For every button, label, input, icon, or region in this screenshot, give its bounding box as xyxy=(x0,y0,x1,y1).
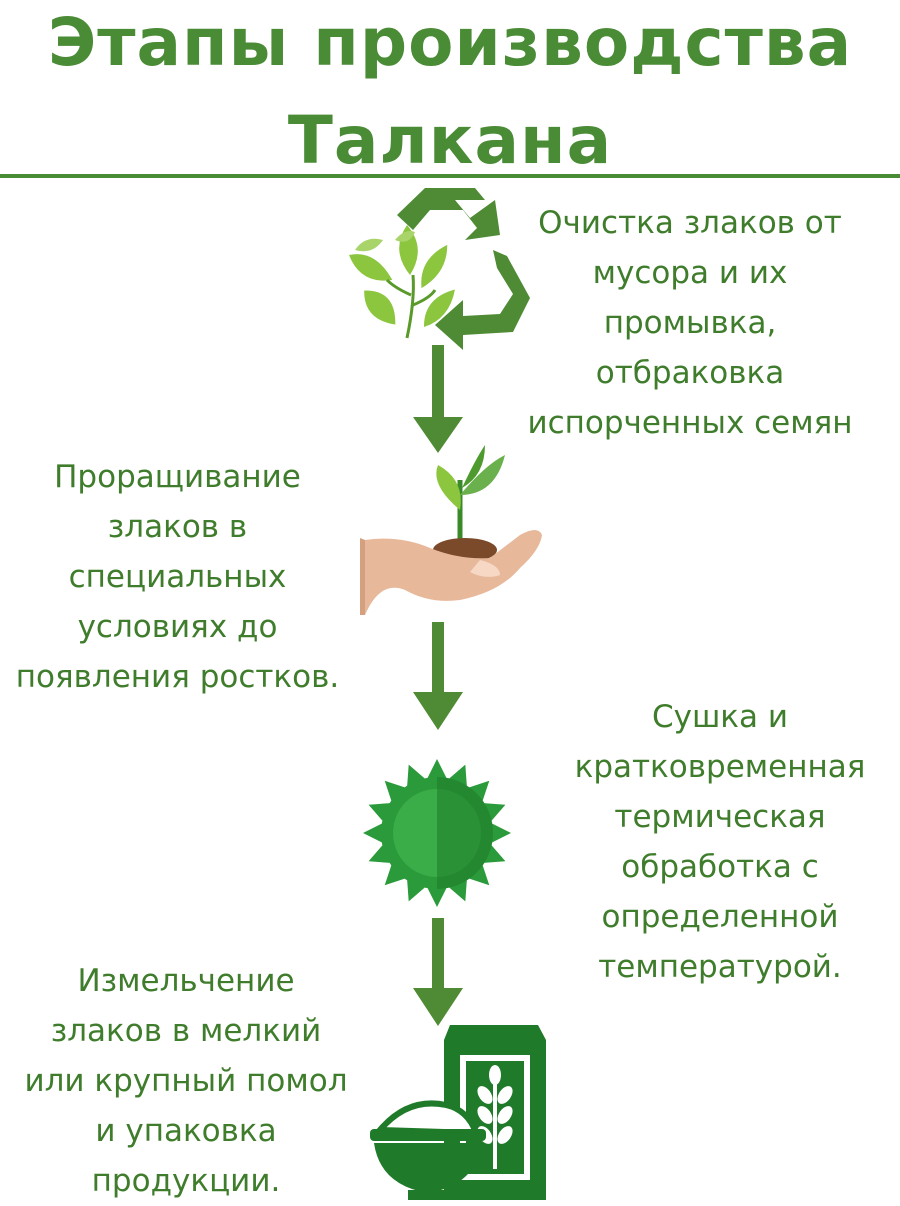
step-3-line-4: обработка с xyxy=(621,849,819,885)
hand-sprout-icon xyxy=(360,445,542,615)
step-4-line-4: и упаковка xyxy=(95,1113,277,1149)
step-1-line-2: мусора и их xyxy=(592,255,788,291)
step-2-line-1: Проращивание xyxy=(54,459,301,495)
flour-bag-bowl-icon xyxy=(370,1025,546,1200)
sun-icon xyxy=(363,759,511,907)
sun-ray xyxy=(467,863,490,886)
sun-ray xyxy=(426,886,448,907)
sun-ray xyxy=(447,764,467,789)
step-1-description: Очистка злаков от мусора и их промывка, … xyxy=(505,198,875,448)
page-title-line-2: Талкана xyxy=(287,102,613,179)
page-title-line-1: Этапы производства xyxy=(47,4,853,81)
step-2-description: Проращивание злаков в специальных услови… xyxy=(0,452,355,702)
sun-ray xyxy=(467,780,490,803)
step-1-line-1: Очистка злаков от xyxy=(538,205,842,241)
sun-ray xyxy=(426,759,448,780)
step-4-description: Измельчение злаков в мелкий или крупный … xyxy=(0,956,372,1206)
step-3-line-5: определенной xyxy=(601,899,839,935)
step-3-line-2: кратковременная xyxy=(574,749,866,785)
recycle-leaves-icon xyxy=(349,188,530,350)
step-2-line-2: злаков в xyxy=(107,509,248,545)
step-3-line-6: температурой. xyxy=(598,949,842,985)
sun-ray xyxy=(368,843,393,863)
step-1-line-5: испорченных семян xyxy=(527,405,853,441)
sun-ray xyxy=(481,803,506,823)
down-arrow-icon xyxy=(413,918,463,1026)
sun-ray xyxy=(481,843,506,863)
step-4-line-1: Измельчение xyxy=(77,963,295,999)
sun-ray xyxy=(490,822,511,844)
sun-ray xyxy=(384,863,407,886)
step-1-line-4: отбраковка xyxy=(595,355,785,391)
sun-ray xyxy=(407,877,427,902)
sun-ray xyxy=(363,822,384,844)
sun-ray xyxy=(384,780,407,803)
down-arrow-icon xyxy=(413,622,463,730)
step-4-line-3: или крупный помол xyxy=(24,1063,348,1099)
step-2-line-3: специальных xyxy=(68,559,287,595)
step-2-line-4: условиях до xyxy=(77,609,278,645)
step-3-line-1: Сушка и xyxy=(651,699,789,735)
step-4-line-2: злаков в мелкий xyxy=(50,1013,322,1049)
title-divider xyxy=(0,174,900,178)
down-arrow-icon xyxy=(413,345,463,453)
sun-ray xyxy=(368,803,393,823)
step-1-line-3: промывка, xyxy=(603,305,777,341)
sun-ray xyxy=(407,764,427,789)
sun-ray xyxy=(447,877,467,902)
step-3-line-3: термическая xyxy=(614,799,826,835)
step-4-line-5: продукции. xyxy=(91,1163,281,1199)
step-3-description: Сушка и кратковременная термическая обра… xyxy=(555,692,885,992)
step-2-line-5: появления ростков. xyxy=(15,659,340,695)
